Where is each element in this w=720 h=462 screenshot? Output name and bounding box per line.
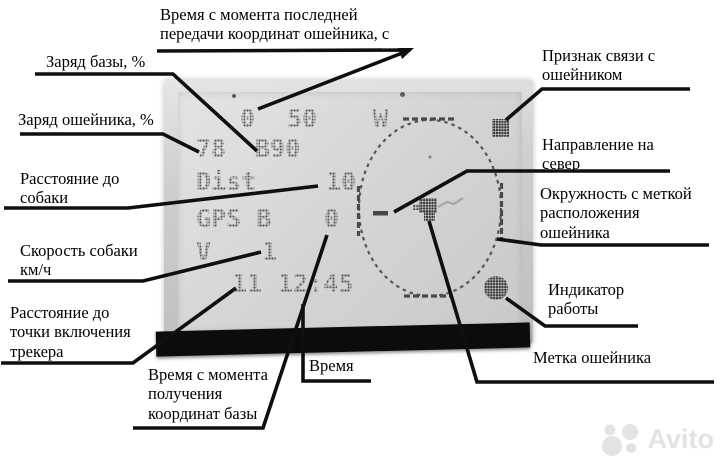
avito-logo-icon (601, 424, 638, 456)
label-last-transmit-time: Время с момента последней передачи коорд… (160, 5, 390, 44)
lcd-time: 12:45 (278, 269, 354, 298)
bezel-speck (400, 92, 405, 97)
label-collar-circle: Окружность с меткой расположения ошейник… (540, 184, 692, 242)
label-time: Время (309, 356, 354, 375)
lcd-gps-label: GPS B (196, 204, 272, 233)
label-tracker-point-distance: Расстояние до точки включения трекера (10, 303, 131, 361)
label-dog-speed: Скорость собаки км/ч (20, 241, 138, 280)
label-base-charge: Заряд базы, % (46, 52, 146, 71)
lcd-gps-value: 0 (324, 204, 340, 233)
label-collar-link: Признак связи с ошейником (542, 46, 656, 85)
leader-collar-link (504, 87, 690, 122)
lcd-tracker-distance: 11 (232, 269, 263, 298)
lcd-dist-value: 10 (326, 167, 357, 196)
lcd-direction-letter: W (373, 104, 389, 133)
label-north-direction: Направление на север (542, 135, 654, 174)
label-collar-charge: Заряд ошейника, % (18, 110, 154, 129)
lcd-collar-charge: 78 (196, 134, 227, 163)
lcd-base-charge: B90 (255, 134, 301, 163)
label-base-coords-time: Время с момента получения координат базы (148, 365, 268, 423)
avito-watermark: Avito (600, 420, 715, 458)
avito-watermark-text: Avito (647, 423, 715, 454)
bezel-speck (232, 94, 236, 98)
lcd-interval-value: 50 (287, 104, 318, 133)
label-dog-distance: Расстояние до собаки (20, 169, 120, 208)
arrowhead-last-transmit-time (398, 48, 414, 59)
lcd-dist-label: Dist (196, 167, 257, 196)
lcd-transmit-seconds: 0 (240, 104, 256, 133)
lcd-speed-value: 1 (262, 237, 278, 266)
label-work-indicator: Индикатор работы (548, 280, 625, 319)
lcd-speed-label: V (196, 237, 212, 266)
label-collar-mark: Метка ошейника (533, 348, 652, 367)
